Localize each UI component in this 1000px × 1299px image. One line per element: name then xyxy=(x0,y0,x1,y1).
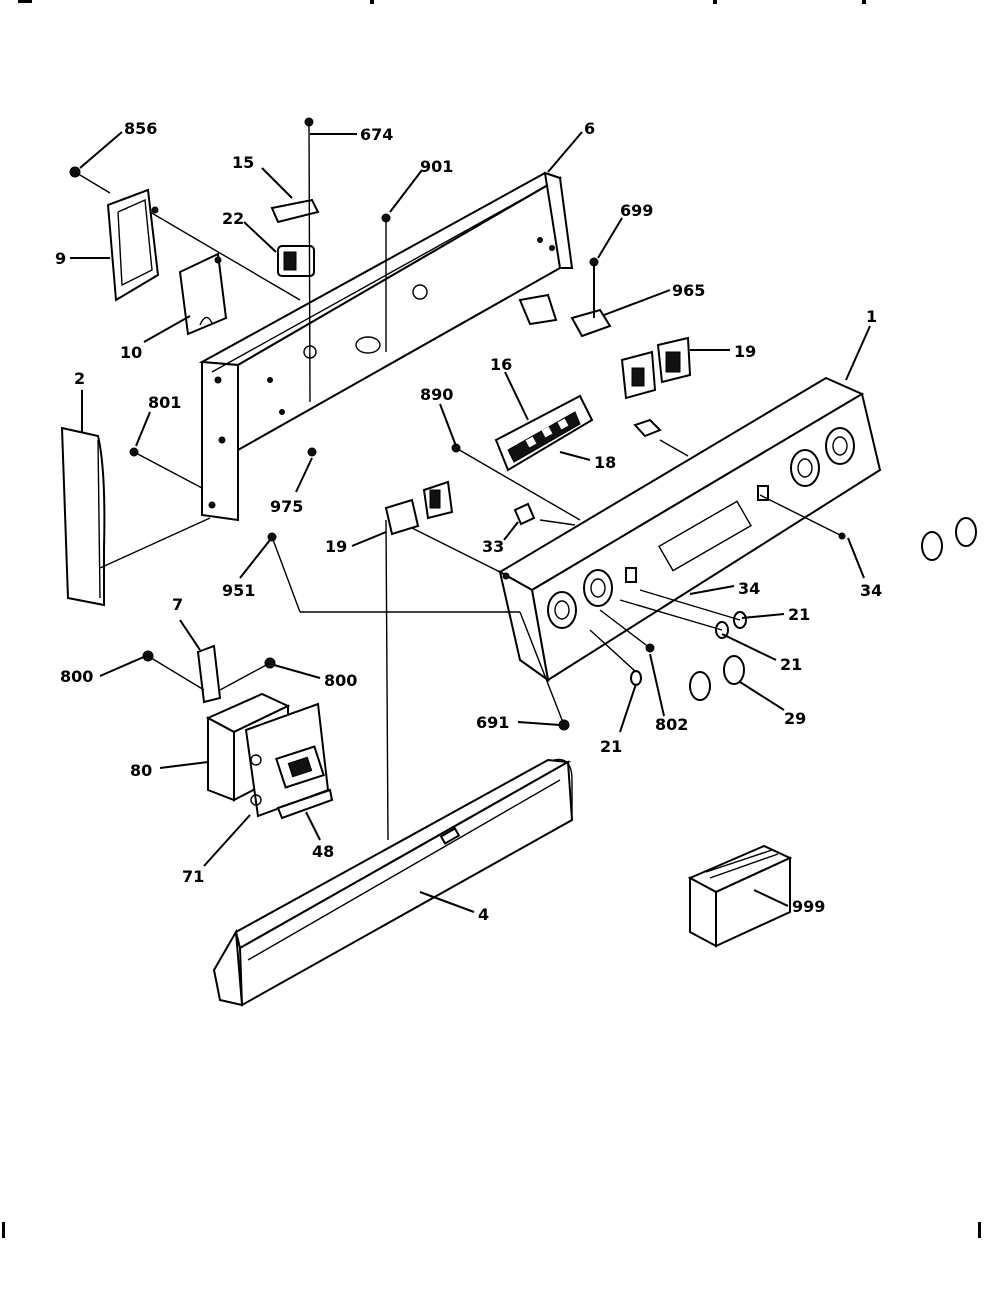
bracket-part-7 xyxy=(196,644,222,704)
label-19-upper: 19 xyxy=(734,342,756,361)
switch-part-19-upper xyxy=(620,336,692,400)
label-34-right: 34 xyxy=(860,581,882,600)
label-10: 10 xyxy=(120,343,142,362)
label-800-left: 800 xyxy=(60,667,93,686)
switch-part-48 xyxy=(244,702,334,820)
label-801: 801 xyxy=(148,393,181,412)
clip-part-15 xyxy=(270,198,320,224)
label-1: 1 xyxy=(866,307,877,326)
label-901: 901 xyxy=(420,157,453,176)
box-part-999 xyxy=(687,844,793,948)
leader-lines xyxy=(74,121,843,841)
label-800-right: 800 xyxy=(324,671,357,690)
label-975: 975 xyxy=(270,497,303,516)
label-71: 71 xyxy=(182,867,204,886)
label-951: 951 xyxy=(222,581,255,600)
bracket-part-9 xyxy=(106,188,160,302)
label-leaders xyxy=(70,131,871,913)
label-4: 4 xyxy=(478,905,489,924)
label-856: 856 xyxy=(124,119,157,138)
label-21-upper: 21 xyxy=(788,605,810,624)
label-999: 999 xyxy=(792,897,825,916)
label-890: 890 xyxy=(420,385,453,404)
clip-part-33 xyxy=(513,502,536,526)
control-panel-part-1 xyxy=(498,376,882,683)
label-965: 965 xyxy=(672,281,705,300)
label-2: 2 xyxy=(74,369,85,388)
scan-edge-marks xyxy=(2,0,981,1238)
part-labels: 856 674 15 901 6 699 22 9 965 10 1 19 2 … xyxy=(55,119,882,924)
label-7: 7 xyxy=(172,595,183,614)
pad-part xyxy=(633,418,662,438)
label-18: 18 xyxy=(594,453,616,472)
bracket-part-10 xyxy=(178,252,228,336)
label-9: 9 xyxy=(55,249,66,268)
clip-part-965 xyxy=(570,265,612,338)
label-674: 674 xyxy=(360,125,393,144)
label-19-lower: 19 xyxy=(325,537,347,556)
label-699: 699 xyxy=(620,201,653,220)
label-80: 80 xyxy=(130,761,152,780)
label-21-lower: 21 xyxy=(600,737,622,756)
label-691: 691 xyxy=(476,713,509,732)
block-part-22 xyxy=(277,245,315,277)
label-29: 29 xyxy=(784,709,806,728)
label-48: 48 xyxy=(312,842,334,861)
label-16: 16 xyxy=(490,355,512,374)
label-22: 22 xyxy=(222,209,244,228)
label-33: 33 xyxy=(482,537,504,556)
label-34-panel: 34 xyxy=(738,579,760,598)
display-part-16 xyxy=(494,394,594,472)
label-802: 802 xyxy=(655,715,688,734)
rear-panel-part-6 xyxy=(198,171,574,522)
label-15: 15 xyxy=(232,153,254,172)
label-6: 6 xyxy=(584,119,595,138)
switch-part-19-lower xyxy=(384,480,454,536)
trim-part-4 xyxy=(212,758,574,1007)
knobs xyxy=(630,517,977,701)
label-21-middle: 21 xyxy=(780,655,802,674)
side-trim-part-2 xyxy=(60,426,106,607)
